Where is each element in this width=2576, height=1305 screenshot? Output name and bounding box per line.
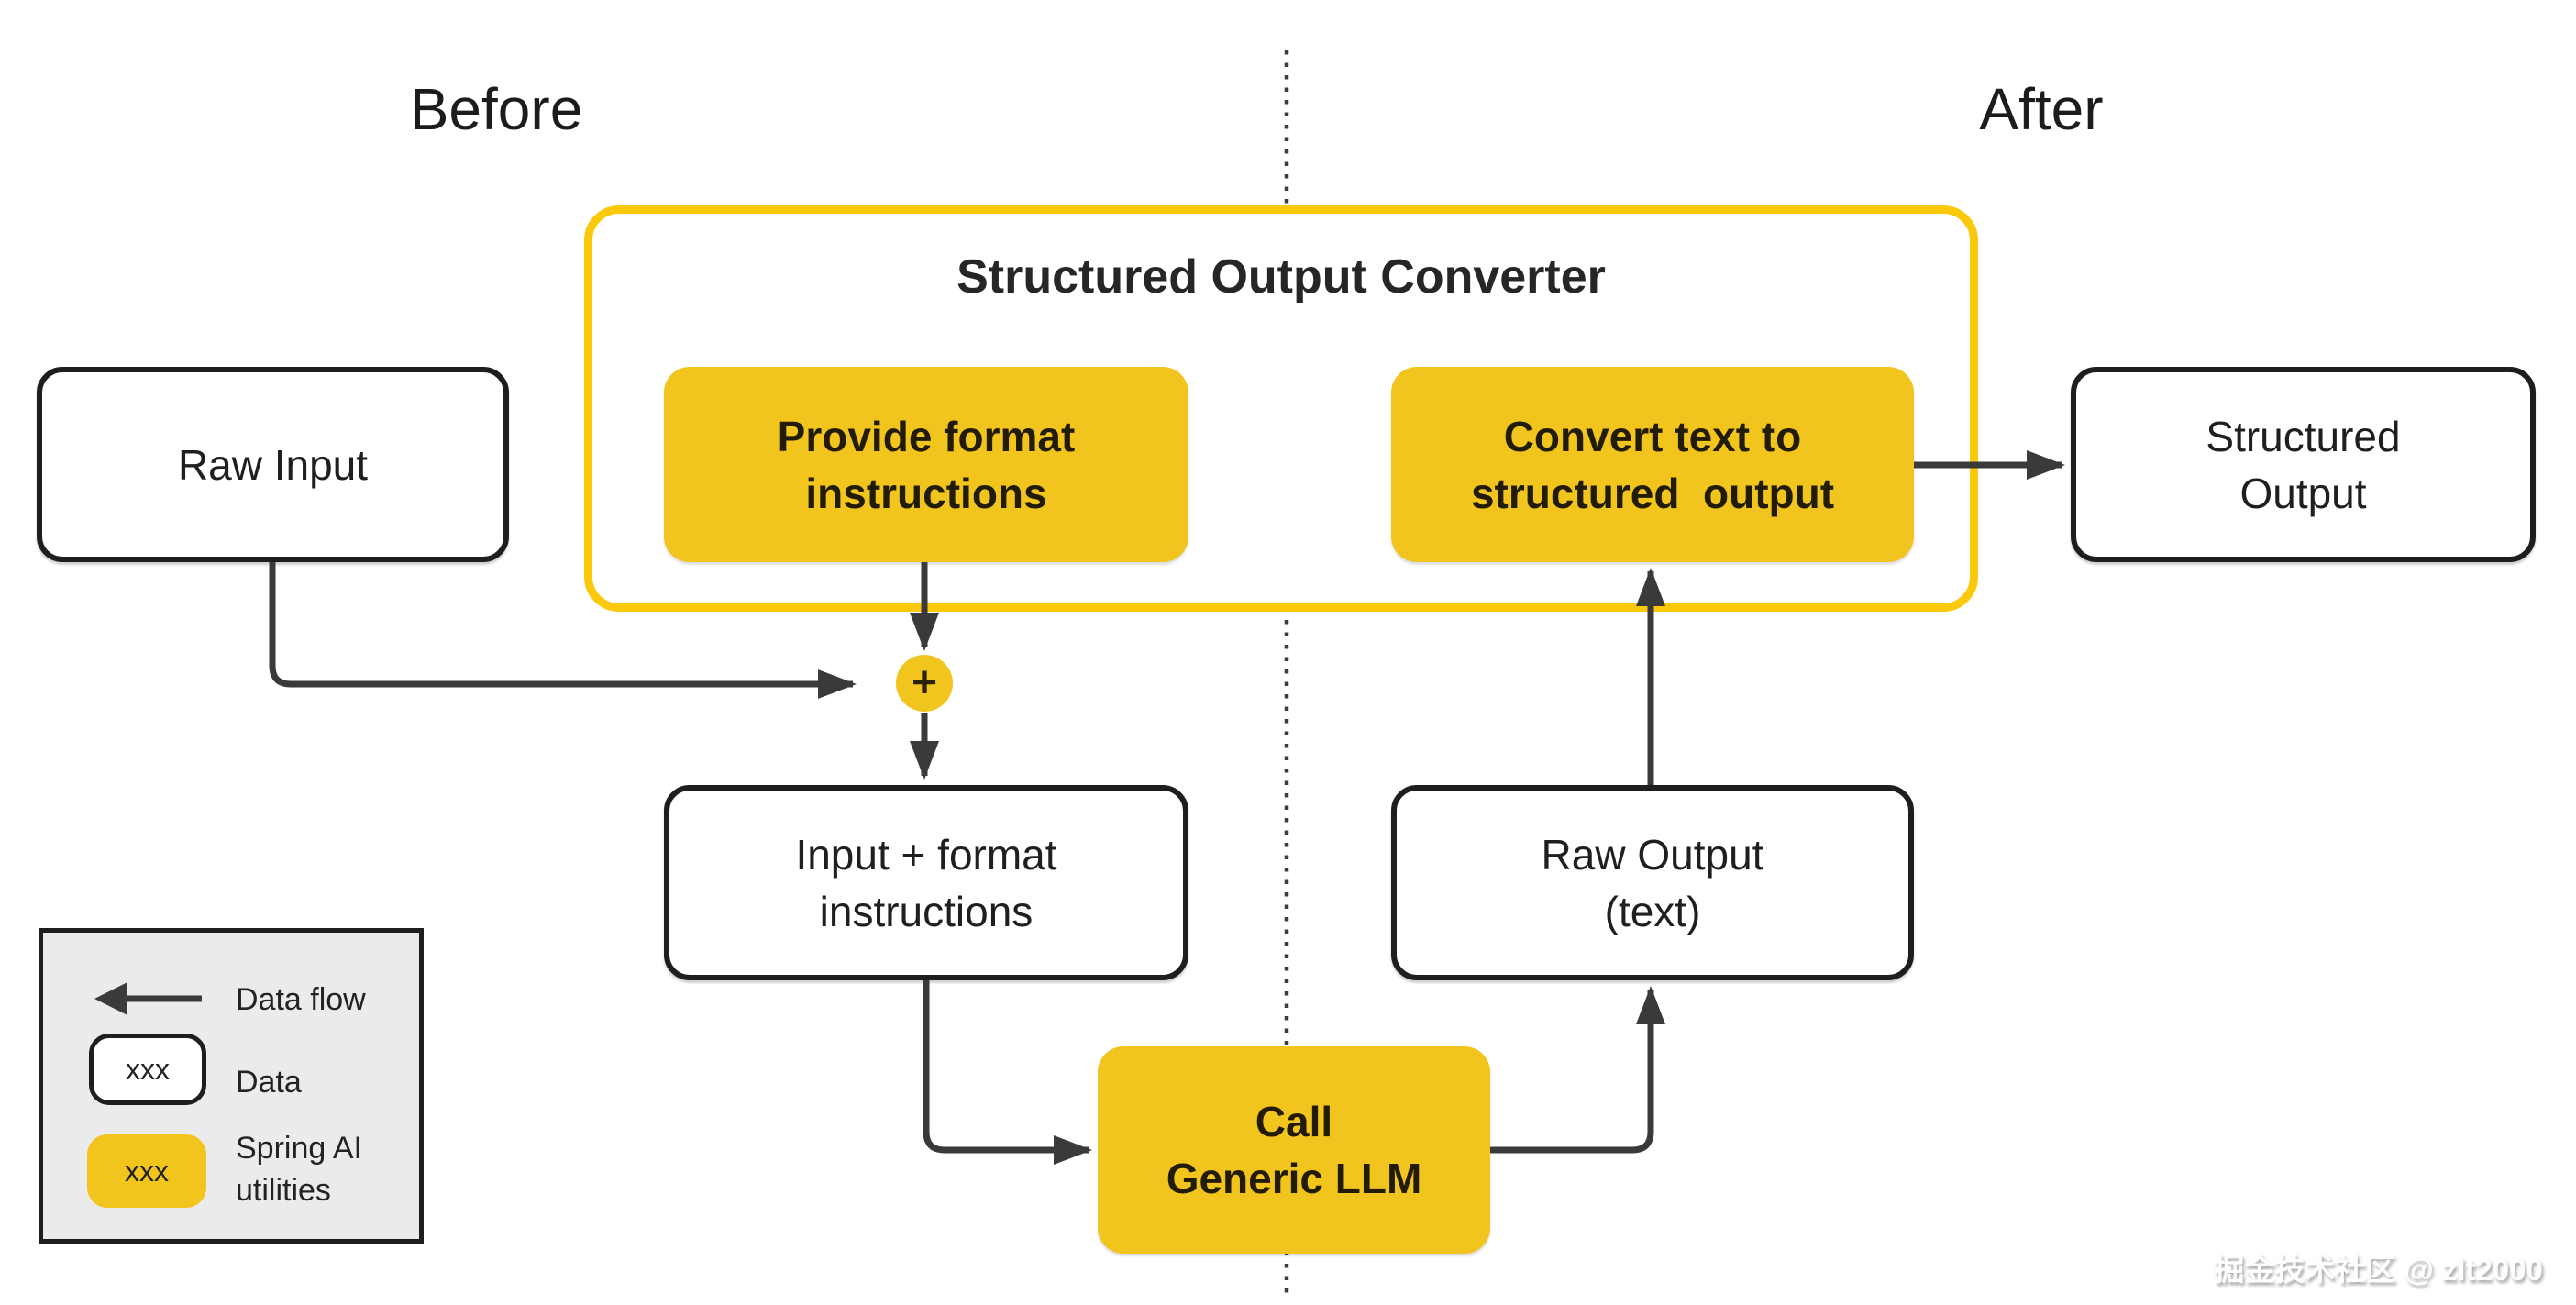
raw-input-label: Raw Input xyxy=(177,440,369,489)
legend: Data flow xxx Data xxx Spring AI utiliti… xyxy=(39,928,424,1244)
raw-output-label: Raw Output (text) xyxy=(1541,830,1764,935)
input-format-instructions-box: Input + format instructions xyxy=(664,785,1188,980)
legend-data-sample-text: xxx xyxy=(126,1052,170,1086)
convert-text-to-structured-output-box: Convert text to structured output xyxy=(1391,367,1914,562)
after-label: After xyxy=(1979,76,2104,142)
legend-spring-ai-label: Spring AI utilities xyxy=(236,1131,362,1208)
structured-output-label: Structured Output xyxy=(2206,412,2401,517)
before-label: Before xyxy=(409,76,583,142)
legend-data-label: Data xyxy=(236,1065,302,1100)
plus-sign: + xyxy=(911,658,938,707)
data-flow-arrow-icon xyxy=(94,982,202,1015)
converter-title: Structured Output Converter xyxy=(956,250,1606,304)
input-format-instructions-label: Input + format instructions xyxy=(795,830,1057,935)
call-generic-llm-label: Call Generic LLM xyxy=(1166,1098,1422,1202)
raw-input-box: Raw Input xyxy=(37,367,509,562)
convert-text-to-structured-output-label: Convert text to structured output xyxy=(1470,412,1835,517)
structured-output-box: Structured Output xyxy=(2071,367,2536,562)
watermark: 掘金技术社区 @ zlt2000 xyxy=(2214,1253,2543,1287)
legend-spring-sample-text: xxx xyxy=(125,1154,169,1188)
provide-format-instructions-box: Provide format instructions xyxy=(664,367,1188,562)
plus-junction: + xyxy=(896,655,953,712)
legend-spring-ai-swatch: xxx xyxy=(87,1134,206,1208)
provide-format-instructions-label: Provide format instructions xyxy=(777,412,1076,517)
call-generic-llm-box: Call Generic LLM xyxy=(1098,1046,1490,1254)
legend-data-flow-label: Data flow xyxy=(236,982,366,1017)
legend-data-swatch: xxx xyxy=(89,1034,206,1105)
raw-output-box: Raw Output (text) xyxy=(1391,785,1914,980)
